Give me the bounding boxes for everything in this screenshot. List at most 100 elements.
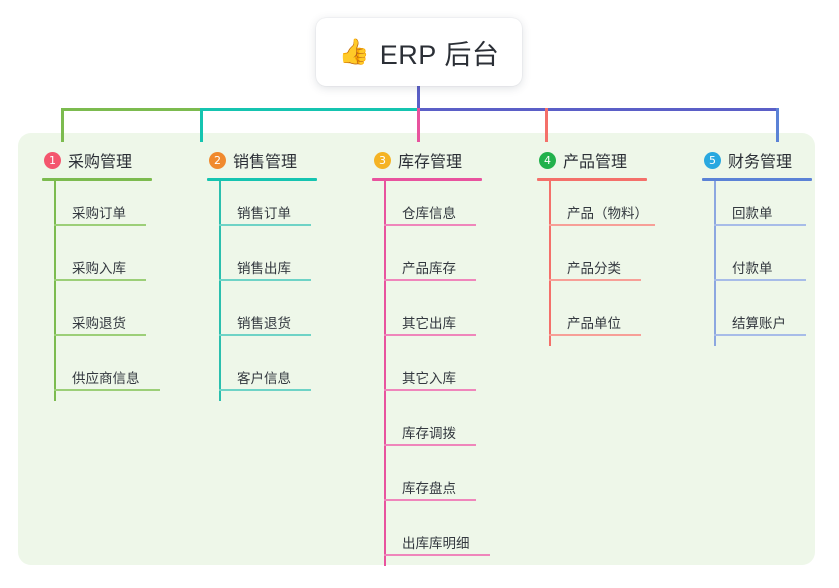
leaf-item[interactable]: 库存盘点 [370, 456, 530, 511]
leaf-item[interactable]: 采购入库 [40, 236, 200, 291]
leaf-item[interactable]: 采购订单 [40, 181, 200, 236]
branch-rule-3 [372, 178, 482, 181]
branch-spine-1 [54, 181, 56, 401]
leaf-item[interactable]: 供应商信息 [40, 346, 200, 401]
leaf-label: 产品分类 [567, 261, 621, 276]
leaf-label: 结算账户 [732, 316, 786, 331]
leaf-rule [549, 279, 641, 281]
branch-rule-4 [537, 178, 647, 181]
branch-items-4: 产品（物料） 产品分类 产品单位 [535, 181, 695, 346]
leaf-rule [219, 389, 311, 391]
leaf-rule [219, 279, 311, 281]
leaf-item[interactable]: 产品（物料） [535, 181, 695, 236]
leaf-label: 仓库信息 [402, 206, 456, 221]
leaf-rule [549, 224, 655, 226]
leaf-label: 出库库明细 [402, 536, 470, 551]
leaf-rule [54, 334, 146, 336]
leaf-label: 其它出库 [402, 316, 456, 331]
connector-bus-teal [200, 108, 418, 111]
leaf-label: 其它入库 [402, 371, 456, 386]
connector-drop-3 [417, 108, 420, 142]
leaf-rule [384, 389, 476, 391]
branch-column-3: 3 库存管理 仓库信息 产品库存 其它出库 其它入库 库存调拨 [370, 148, 530, 566]
leaf-label: 销售出库 [237, 261, 291, 276]
leaf-item[interactable]: 产品分类 [535, 236, 695, 291]
leaf-item[interactable]: 其它入库 [370, 346, 530, 401]
leaf-item[interactable]: 其它出库 [370, 291, 530, 346]
leaf-label: 库存调拨 [402, 426, 456, 441]
leaf-item[interactable]: 销售订单 [205, 181, 365, 236]
branch-spine-4 [549, 181, 551, 346]
branch-header-5[interactable]: 5 财务管理 [700, 148, 839, 172]
branch-spine-2 [219, 181, 221, 401]
leaf-label: 供应商信息 [72, 371, 140, 386]
leaf-item[interactable]: 回款单 [700, 181, 839, 236]
branch-spine-3 [384, 181, 386, 566]
leaf-item[interactable]: 付款单 [700, 236, 839, 291]
leaf-rule [54, 279, 146, 281]
branch-items-2: 销售订单 销售出库 销售退货 客户信息 [205, 181, 365, 401]
connector-drop-4 [545, 108, 548, 142]
leaf-label: 库存盘点 [402, 481, 456, 496]
leaf-item[interactable]: 销售出库 [205, 236, 365, 291]
root-title: ERP 后台 [379, 39, 500, 70]
branch-header-4[interactable]: 4 产品管理 [535, 148, 695, 172]
branch-items-1: 采购订单 采购入库 采购退货 供应商信息 [40, 181, 200, 401]
branch-column-5: 5 财务管理 回款单 付款单 结算账户 [700, 148, 839, 346]
branch-header-1[interactable]: 1 采购管理 [40, 148, 200, 172]
branch-title-5: 财务管理 [728, 154, 793, 171]
branch-rule-2 [207, 178, 317, 181]
leaf-rule [384, 224, 476, 226]
leaf-rule [384, 444, 476, 446]
leaf-item[interactable]: 销售退货 [205, 291, 365, 346]
branch-badge-3: 3 [374, 151, 391, 169]
branch-badge-4: 4 [539, 151, 556, 169]
leaf-rule [714, 334, 806, 336]
leaf-rule [714, 279, 806, 281]
branch-column-2: 2 销售管理 销售订单 销售出库 销售退货 客户信息 [205, 148, 365, 401]
leaf-label: 采购退货 [72, 316, 126, 331]
leaf-label: 销售订单 [237, 206, 291, 221]
leaf-rule [384, 279, 476, 281]
connector-drop-1 [61, 108, 64, 142]
connector-drop-5 [776, 108, 779, 142]
root-node[interactable]: 👍 ERP 后台 [316, 18, 522, 86]
leaf-item[interactable]: 仓库信息 [370, 181, 530, 236]
leaf-item[interactable]: 结算账户 [700, 291, 839, 346]
leaf-label: 产品库存 [402, 261, 456, 276]
branch-rule-5 [702, 178, 812, 181]
leaf-rule [384, 554, 490, 556]
branch-header-3[interactable]: 3 库存管理 [370, 148, 530, 172]
leaf-item[interactable]: 产品库存 [370, 236, 530, 291]
branch-badge-2: 2 [209, 151, 226, 169]
thumbs-up-icon: 👍 [338, 37, 370, 66]
branch-header-2[interactable]: 2 销售管理 [205, 148, 365, 172]
leaf-rule [219, 334, 311, 336]
connector-bus-blue [417, 108, 779, 111]
leaf-rule [714, 224, 806, 226]
leaf-rule [549, 334, 641, 336]
leaf-item[interactable]: 客户信息 [205, 346, 365, 401]
leaf-label: 产品单位 [567, 316, 621, 331]
leaf-item[interactable]: 库存调拨 [370, 401, 530, 456]
branch-column-1: 1 采购管理 采购订单 采购入库 采购退货 供应商信息 [40, 148, 200, 401]
branch-badge-5: 5 [704, 151, 721, 169]
leaf-rule [219, 224, 311, 226]
leaf-label: 付款单 [732, 261, 773, 276]
branch-title-3: 库存管理 [398, 154, 463, 171]
leaf-rule [54, 224, 146, 226]
leaf-item[interactable]: 出库库明细 [370, 511, 530, 566]
branch-spine-5 [714, 181, 716, 346]
leaf-label: 采购入库 [72, 261, 126, 276]
leaf-rule [384, 334, 476, 336]
leaf-label: 销售退货 [237, 316, 291, 331]
connector-bus-green-2 [61, 108, 201, 111]
leaf-item[interactable]: 产品单位 [535, 291, 695, 346]
branch-badge-1: 1 [44, 151, 61, 169]
leaf-label: 回款单 [732, 206, 773, 221]
leaf-label: 客户信息 [237, 371, 291, 386]
leaf-item[interactable]: 采购退货 [40, 291, 200, 346]
branch-items-5: 回款单 付款单 结算账户 [700, 181, 839, 346]
diagram-panel [18, 133, 815, 565]
